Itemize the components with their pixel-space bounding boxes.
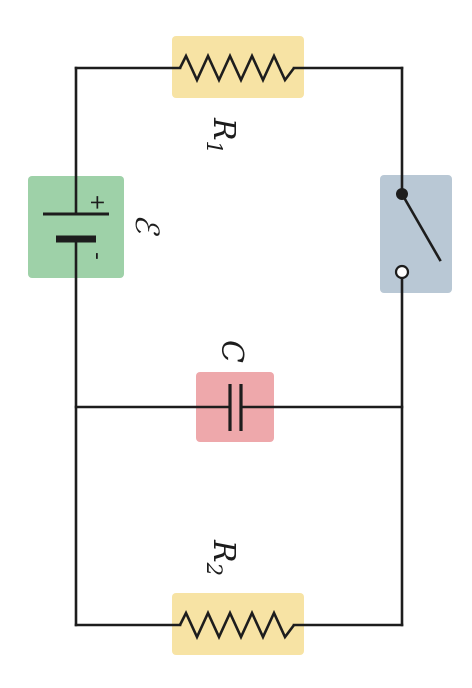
capacitor-label: C (214, 340, 249, 363)
resistor-r1-letter: R (206, 117, 241, 141)
switch-pivot-terminal (396, 188, 408, 200)
resistor-r1-highlight (172, 36, 304, 98)
resistor-r1-subscript: 1 (202, 141, 226, 154)
battery-plus-sign: + (86, 194, 110, 211)
battery-emf-label: ℰ (128, 214, 166, 237)
battery-highlight (28, 176, 124, 278)
resistor-r1-label: R1 (202, 117, 241, 154)
resistor-r2-letter: R (206, 539, 241, 563)
battery-minus-sign: - (85, 252, 110, 260)
resistor-r1-zigzag (178, 52, 296, 84)
switch-highlight (380, 175, 452, 293)
resistor-r2-highlight (172, 593, 304, 655)
switch-open-terminal (394, 264, 410, 280)
resistor-r2-label: R2 (202, 539, 241, 576)
switch-blade[interactable] (400, 192, 442, 262)
resistor-r2-zigzag (178, 609, 296, 641)
resistor-r2-subscript: 2 (202, 562, 226, 576)
capacitor-highlight (196, 372, 274, 442)
